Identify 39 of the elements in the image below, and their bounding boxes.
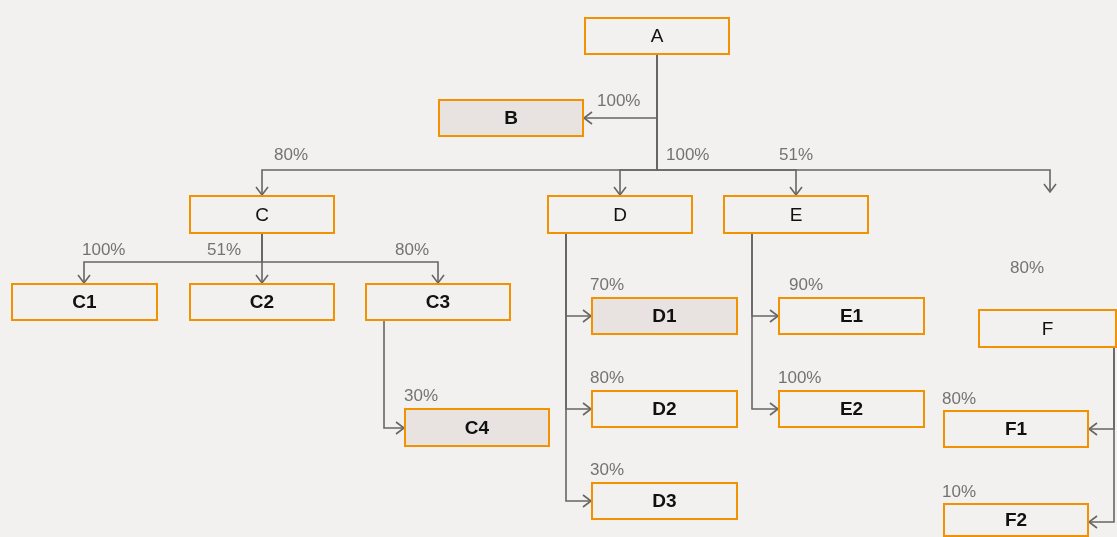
process-box — [189, 195, 335, 234]
node-label: B — [504, 107, 518, 129]
node-label: E — [789, 203, 803, 226]
process-box — [189, 283, 335, 321]
node-label: E2 — [839, 398, 864, 420]
process-box — [547, 195, 693, 234]
node-label: D — [613, 203, 627, 226]
node-label: C2 — [249, 291, 275, 313]
arrow — [1088, 347, 1115, 529]
node-label: C — [255, 203, 269, 226]
node-label: D2 — [652, 398, 677, 420]
node-label: C4 — [464, 416, 490, 439]
process-box — [11, 283, 158, 321]
node-label: E1 — [839, 305, 864, 327]
process-box — [591, 297, 738, 335]
node-label: D1 — [652, 305, 677, 327]
process-box — [584, 17, 730, 55]
process-box — [591, 390, 738, 428]
node-label: F2 — [1004, 509, 1028, 531]
process-box — [943, 410, 1089, 448]
process-box — [404, 408, 550, 447]
node-label: C1 — [72, 291, 97, 313]
process-box — [723, 195, 869, 234]
process-box — [778, 297, 925, 335]
arrow — [261, 233, 445, 284]
arrow — [565, 233, 592, 508]
process-box — [365, 283, 511, 321]
node-label: F1 — [1004, 418, 1028, 440]
node-label: F — [1041, 317, 1054, 340]
arrow — [751, 233, 779, 416]
arrow — [383, 320, 405, 435]
node-label: D3 — [652, 490, 677, 512]
process-box — [943, 503, 1089, 537]
process-box — [591, 482, 738, 520]
process-box — [778, 390, 925, 428]
process-box — [438, 99, 584, 137]
process-box — [978, 309, 1117, 348]
node-label: C3 — [425, 291, 451, 313]
node-label: A — [650, 25, 664, 47]
